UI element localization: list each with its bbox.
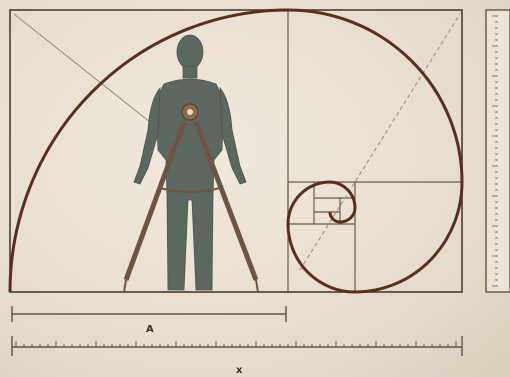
side-scale	[486, 10, 510, 292]
golden-subdivision-lines	[288, 10, 462, 292]
dimension-a	[12, 306, 286, 322]
label-x: x	[236, 365, 243, 376]
label-a: A	[146, 324, 154, 335]
ruler-x	[12, 336, 462, 356]
human-figure	[134, 35, 246, 290]
